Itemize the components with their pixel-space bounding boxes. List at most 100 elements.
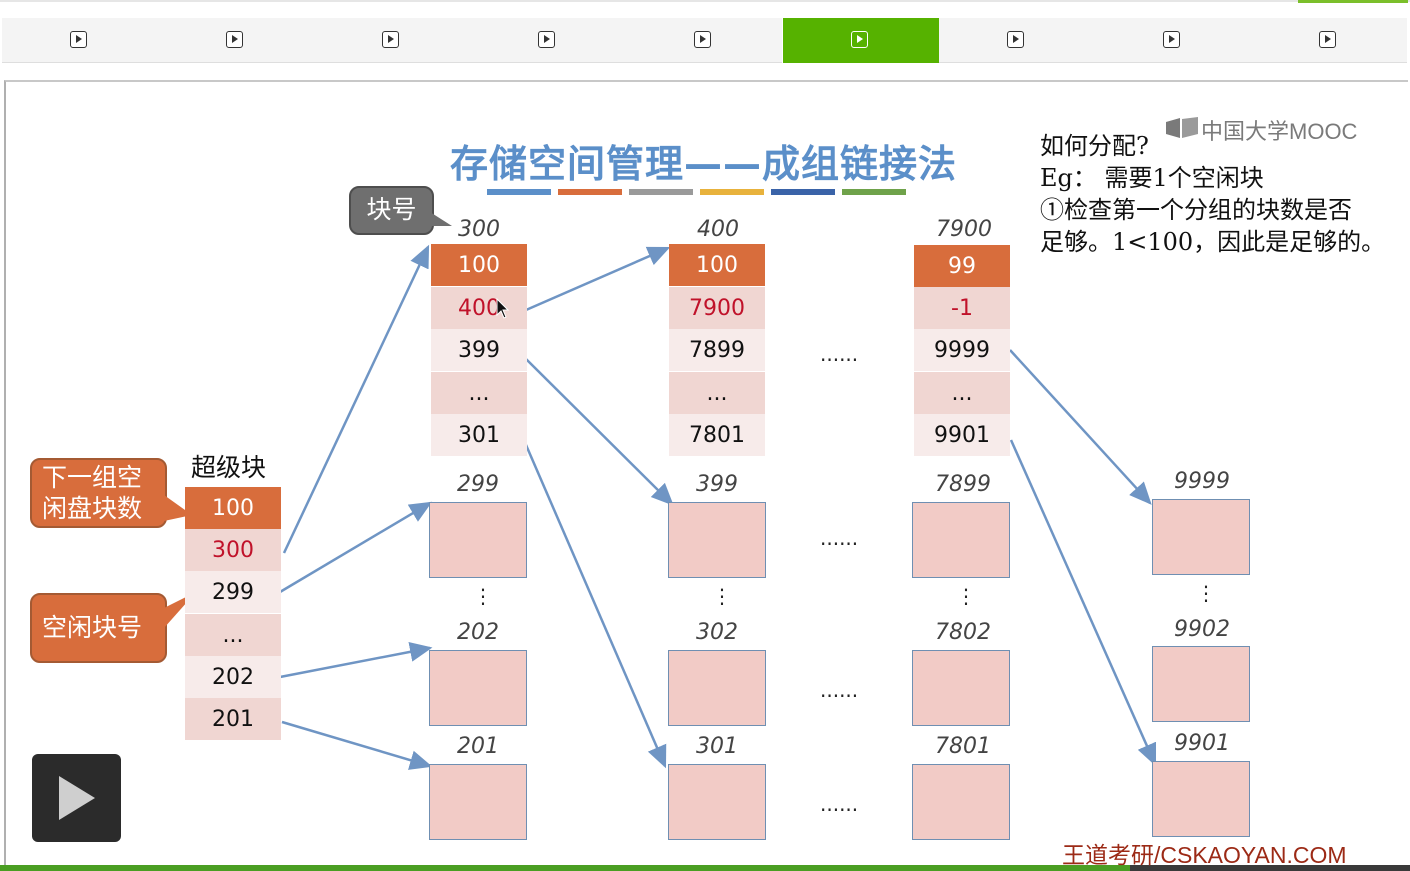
superblock-cell: 300	[185, 529, 281, 571]
top-accent-bar	[1298, 0, 1408, 3]
video-tab-6-active[interactable]	[783, 18, 939, 63]
block-number-label: 301	[696, 734, 738, 759]
superblock-cell: 299	[185, 571, 281, 613]
callout-next-group-count: 下一组空 闲盘块数	[30, 458, 167, 528]
group-cell: 100	[431, 244, 527, 286]
play-icon	[382, 31, 399, 48]
group-cell: 7899	[669, 329, 765, 371]
arrow-299	[279, 501, 433, 594]
block-number-tip: 块号	[349, 186, 434, 235]
play-icon	[538, 31, 555, 48]
group-cell: 400	[431, 287, 527, 329]
watermark-text: 王道考研/CSKAOYAN.COM	[1062, 842, 1347, 868]
video-play-button[interactable]	[32, 754, 121, 842]
play-icon	[1163, 31, 1180, 48]
free-block	[429, 502, 527, 578]
arrow-9901	[1009, 439, 1157, 767]
video-tab-9[interactable]	[1251, 18, 1407, 63]
block-number-label: 202	[457, 620, 499, 645]
block-number-label: 7899	[935, 472, 991, 497]
group-cell: ...	[431, 372, 527, 414]
superblock-cell: ...	[185, 614, 281, 656]
superblock-cell: 201	[185, 698, 281, 740]
group-cell: ...	[914, 372, 1010, 414]
group-cell: 301	[431, 414, 527, 456]
free-block	[912, 650, 1010, 726]
free-block	[668, 502, 766, 578]
group-cell: ...	[669, 372, 765, 414]
block-number-label: 302	[696, 620, 738, 645]
group-cell: 9901	[914, 414, 1010, 456]
block-number-label: 299	[457, 472, 499, 497]
superblock-label: 超级块	[191, 453, 267, 482]
superblock-cell: 202	[185, 656, 281, 698]
arrow-superblock-to-300	[282, 244, 430, 554]
callout-free-block-numbers: 空闲块号	[30, 593, 167, 663]
block-number-label: 300	[458, 217, 500, 242]
group-cell: 99	[914, 245, 1010, 287]
video-tab-8[interactable]	[1095, 18, 1251, 63]
callout-line: 下一组空	[42, 463, 143, 492]
note-line: 如何分配?	[1040, 132, 1149, 160]
note-line: Eg： 需要1个空闲块	[1040, 164, 1264, 192]
play-icon	[1007, 31, 1024, 48]
block-number-label: 201	[457, 734, 499, 759]
ellipsis: ......	[820, 792, 859, 816]
callout-line: 闲盘块数	[42, 494, 143, 523]
vertical-ellipsis: ⋮	[712, 584, 732, 608]
video-tab-7[interactable]	[939, 18, 1095, 63]
play-icon	[226, 31, 243, 48]
block-number-label: 7900	[936, 217, 992, 242]
mouse-cursor-icon	[496, 298, 510, 319]
free-block	[912, 502, 1010, 578]
block-number-label: 399	[696, 472, 738, 497]
free-block	[429, 650, 527, 726]
tip-pointer	[430, 212, 452, 226]
group-cell: 9999	[914, 329, 1010, 371]
color-bar	[629, 189, 693, 195]
top-divider	[0, 0, 1410, 2]
note-line: ①检查第一个分组的块数是否	[1040, 196, 1352, 224]
free-block	[1152, 761, 1250, 837]
free-block	[1152, 499, 1250, 575]
group-cell: 7801	[669, 414, 765, 456]
arrow-399	[523, 356, 674, 506]
mooc-logo: 中国大学MOOC	[1163, 110, 1373, 144]
book-icon	[1166, 117, 1198, 138]
vertical-ellipsis: ⋮	[956, 584, 976, 608]
free-block	[668, 650, 766, 726]
ellipsis: ......	[820, 678, 859, 702]
block-number-label: 9902	[1174, 617, 1230, 642]
block-number-label: 7801	[935, 734, 991, 759]
group-cell: 399	[431, 329, 527, 371]
block-number-label: 9999	[1174, 469, 1230, 494]
arrow-400	[525, 246, 671, 312]
group-cell: 7900	[669, 287, 765, 329]
video-tab-5[interactable]	[626, 18, 782, 63]
arrow-301	[521, 437, 667, 769]
video-tab-1[interactable]	[2, 18, 158, 63]
video-tab-3[interactable]	[314, 18, 470, 63]
color-bar	[700, 189, 764, 195]
free-block	[429, 764, 527, 840]
free-block	[912, 764, 1010, 840]
note-line: 足够。1<100，因此是足够的。	[1040, 228, 1386, 256]
arrow-9999	[1009, 349, 1152, 505]
superblock-cell: 100	[185, 487, 281, 529]
arrow-202	[279, 641, 433, 679]
progress-remaining	[1130, 865, 1410, 871]
video-tab-2[interactable]	[158, 18, 314, 63]
group-cell: 100	[669, 244, 765, 286]
vertical-ellipsis: ⋮	[473, 584, 493, 608]
block-number-label: 400	[697, 217, 739, 242]
color-bar	[842, 189, 906, 195]
video-tab-strip	[0, 0, 1410, 72]
color-bar	[558, 189, 622, 195]
color-bar	[487, 189, 551, 195]
play-icon	[851, 31, 868, 48]
video-tab-4[interactable]	[470, 18, 626, 63]
play-icon	[1319, 31, 1336, 48]
play-icon	[70, 31, 87, 48]
video-progress-bar[interactable]	[0, 865, 1410, 871]
